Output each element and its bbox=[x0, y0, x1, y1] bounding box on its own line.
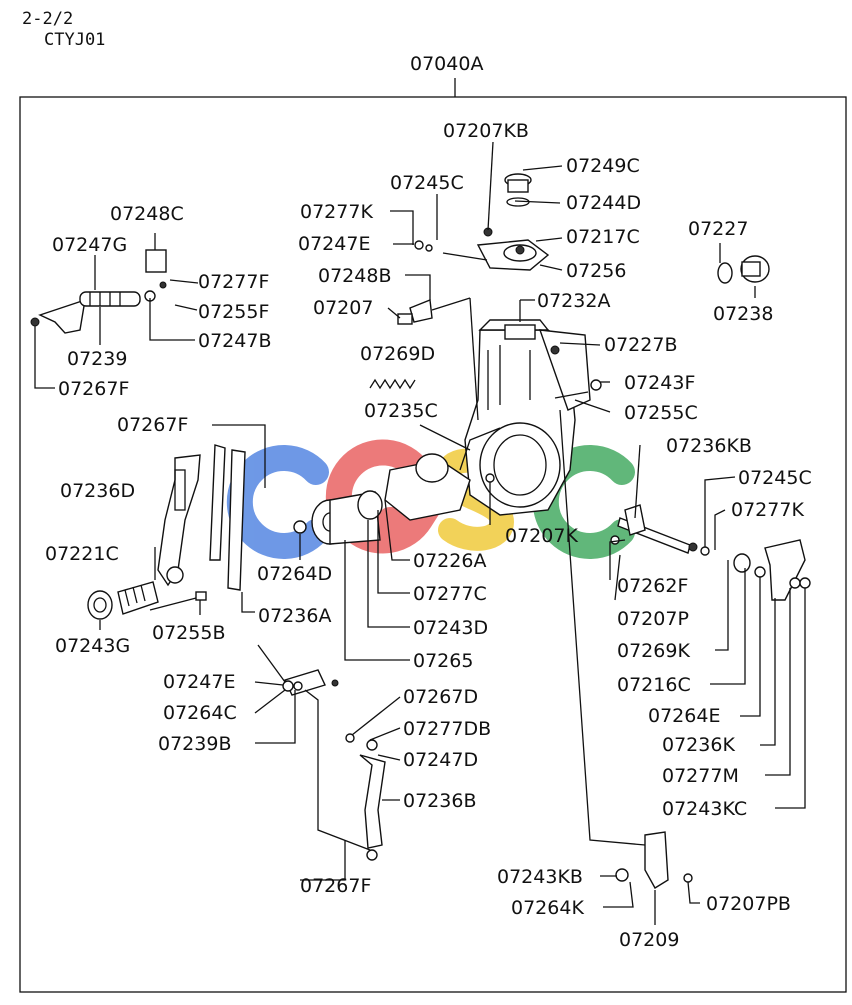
label-07245C-top: 07245C bbox=[390, 172, 464, 194]
label-07236KB: 07236KB bbox=[666, 435, 752, 457]
label-07277F: 07277F bbox=[198, 271, 269, 293]
governor-housing bbox=[464, 319, 591, 516]
label-07236K: 07236K bbox=[662, 734, 735, 756]
label-07207: 07207 bbox=[313, 297, 373, 319]
label-07207K: 07207K bbox=[505, 525, 578, 547]
label-07236B: 07236B bbox=[403, 790, 476, 812]
label-07247E-top: 07247E bbox=[298, 233, 370, 255]
shaft-07236KB bbox=[617, 504, 811, 601]
label-07207KB: 07207KB bbox=[443, 120, 529, 142]
label-07262F: 07262F bbox=[617, 575, 688, 597]
label-07267F-mid: 07267F bbox=[117, 414, 188, 436]
label-07209: 07209 bbox=[619, 929, 679, 951]
label-07269D: 07269D bbox=[360, 343, 435, 365]
label-07226A: 07226A bbox=[413, 550, 486, 572]
label-07255B: 07255B bbox=[152, 622, 225, 644]
leader-lines bbox=[34, 141, 806, 925]
label-07217C: 07217C bbox=[566, 226, 640, 248]
bracket-07248B bbox=[397, 299, 433, 325]
label-07247B: 07247B bbox=[198, 330, 271, 352]
lever-07236D bbox=[157, 444, 246, 591]
label-07247G: 07247G bbox=[52, 234, 127, 256]
label-07256: 07256 bbox=[566, 260, 626, 282]
plug-07227 bbox=[717, 255, 770, 284]
label-07221C: 07221C bbox=[45, 543, 119, 565]
upper-left-lever-assembly bbox=[30, 249, 167, 334]
label-07243KB: 07243KB bbox=[497, 866, 583, 888]
label-07239B: 07239B bbox=[158, 733, 231, 755]
label-07267D: 07267D bbox=[403, 686, 478, 708]
label-07248C: 07248C bbox=[110, 203, 184, 225]
label-07277M: 07277M bbox=[662, 765, 739, 787]
bracket-07209 bbox=[615, 831, 693, 889]
label-07255F: 07255F bbox=[198, 301, 269, 323]
label-07267F-left: 07267F bbox=[58, 378, 129, 400]
label-07235C: 07235C bbox=[364, 400, 438, 422]
label-07265: 07265 bbox=[413, 650, 473, 672]
label-07243G: 07243G bbox=[55, 635, 130, 657]
label-07243F: 07243F bbox=[624, 372, 695, 394]
label-07269K: 07269K bbox=[617, 640, 690, 662]
label-07264C: 07264C bbox=[163, 702, 237, 724]
label-07277C: 07277C bbox=[413, 583, 487, 605]
weight-assembly bbox=[293, 453, 471, 545]
label-07243D: 07243D bbox=[413, 617, 488, 639]
label-07207PB: 07207PB bbox=[706, 893, 791, 915]
label-07216C: 07216C bbox=[617, 674, 691, 696]
label-07264K: 07264K bbox=[511, 897, 584, 919]
assembly-frame bbox=[19, 96, 847, 993]
label-07277K-right: 07277K bbox=[731, 499, 804, 521]
label-07236A: 07236A bbox=[258, 605, 331, 627]
label-07243KC: 07243KC bbox=[662, 798, 747, 820]
label-07255C: 07255C bbox=[624, 402, 698, 424]
link-07236B bbox=[282, 669, 386, 861]
part-labels: 07207KB 07249C 07245C 07244D 07277K 0721… bbox=[45, 120, 812, 951]
label-07236D: 07236D bbox=[60, 480, 135, 502]
label-07264E: 07264E bbox=[648, 705, 720, 727]
page-number: 2-2/2 bbox=[22, 9, 73, 29]
catalog-code: CTYJ01 bbox=[44, 30, 105, 50]
label-07207P: 07207P bbox=[617, 608, 689, 630]
label-07248B: 07248B bbox=[318, 265, 391, 287]
label-07277DB: 07277DB bbox=[403, 718, 491, 740]
label-07249C: 07249C bbox=[566, 155, 640, 177]
assembly-label: 07040A bbox=[410, 53, 483, 75]
label-07247D: 07247D bbox=[403, 749, 478, 771]
label-07232A: 07232A bbox=[537, 290, 610, 312]
label-07238: 07238 bbox=[713, 303, 773, 325]
label-07277K-top: 07277K bbox=[300, 201, 373, 223]
label-07247E-bot: 07247E bbox=[163, 671, 235, 693]
label-07264D: 07264D bbox=[257, 563, 332, 585]
label-07244D: 07244D bbox=[566, 192, 641, 214]
top-cover bbox=[476, 239, 550, 271]
label-07227B: 07227B bbox=[604, 334, 677, 356]
label-07245C-right: 07245C bbox=[738, 467, 812, 489]
label-07239: 07239 bbox=[67, 348, 127, 370]
spring-07269D bbox=[369, 378, 416, 390]
label-07227: 07227 bbox=[688, 218, 748, 240]
label-07267F-bot: 07267F bbox=[300, 875, 371, 897]
spring-collar-left bbox=[87, 581, 207, 620]
